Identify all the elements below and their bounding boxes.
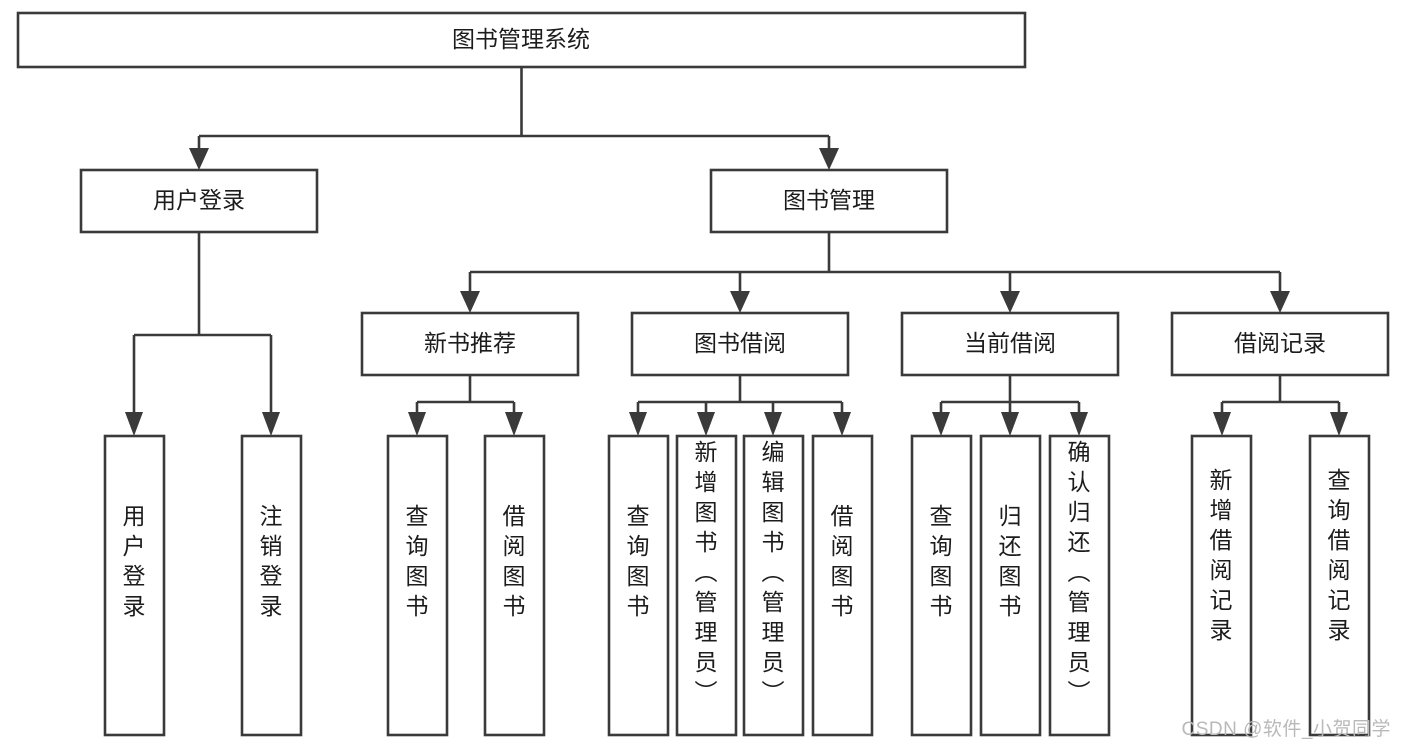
node-borrow-record-label: 借阅记录: [1234, 330, 1326, 356]
leaf-nodes-group: 用户登录 注销登录 查询图书 借阅图书 查询图书 新增图书: [103, 434, 1371, 737]
node-leaf-borrow-book-rec-box[interactable]: [483, 434, 546, 737]
connector-group-currentborrow-to-leaves: [932, 375, 1088, 436]
arrow-head-leaf-user-login: [125, 412, 143, 436]
arrow-head-leaf-add-record: [1213, 412, 1231, 436]
arrow-head-leaf-query-book-b: [629, 412, 647, 436]
node-leaf-add-record-label: 新增借阅记录: [1210, 467, 1233, 643]
node-new-book-rec[interactable]: 新书推荐: [360, 311, 580, 377]
node-user-login-box[interactable]: [79, 168, 319, 234]
node-current-borrow[interactable]: 当前借阅: [900, 311, 1120, 377]
arrow-head-user-login: [189, 148, 209, 170]
node-leaf-query-book-rec-box[interactable]: [386, 434, 449, 737]
node-leaf-add-book-box[interactable]: [675, 434, 738, 737]
arrow-head-new-book-rec: [460, 291, 480, 313]
node-leaf-borrow-book-b-box[interactable]: [811, 434, 874, 737]
node-leaf-query-record-box[interactable]: [1308, 434, 1371, 737]
node-user-login[interactable]: 用户登录: [79, 168, 319, 234]
node-leaf-query-book-b[interactable]: 查询图书: [607, 434, 670, 737]
node-leaf-return-book-box[interactable]: [979, 434, 1042, 737]
arrow-head-book-manage: [819, 148, 839, 170]
connector-group-userlogin-to-leaves: [125, 232, 280, 436]
node-leaf-query-book-c-box[interactable]: [910, 434, 973, 737]
node-new-book-rec-label: 新书推荐: [424, 330, 516, 356]
connector-group-borrowrecord-to-leaves: [1213, 375, 1348, 436]
arrow-head-leaf-edit-book: [764, 412, 782, 436]
node-root-label: 图书管理系统: [452, 26, 590, 52]
node-book-borrow[interactable]: 图书借阅: [630, 311, 850, 377]
node-leaf-confirm-return-box[interactable]: [1048, 434, 1111, 737]
node-current-borrow-label: 当前借阅: [964, 330, 1056, 356]
node-leaf-query-book-b-box[interactable]: [607, 434, 670, 737]
node-leaf-user-login-label: 用户登录: [123, 503, 146, 619]
node-book-manage[interactable]: 图书管理: [709, 168, 949, 234]
arrow-head-current-borrow: [1000, 291, 1020, 313]
arrow-head-leaf-add-book: [697, 412, 715, 436]
node-leaf-edit-book-box[interactable]: [742, 434, 805, 737]
node-leaf-add-record-box[interactable]: [1190, 434, 1253, 737]
node-leaf-query-record[interactable]: 查询借阅记录: [1308, 434, 1371, 737]
node-user-login-label: 用户登录: [153, 187, 245, 213]
node-book-manage-box[interactable]: [709, 168, 949, 234]
arrow-head-leaf-borrow-book-rec: [505, 412, 523, 436]
node-new-book-rec-box[interactable]: [360, 311, 580, 377]
node-leaf-query-book-c[interactable]: 查询图书: [910, 434, 973, 737]
arrow-head-borrow-record: [1270, 291, 1290, 313]
node-borrow-record-box[interactable]: [1170, 311, 1390, 377]
node-leaf-edit-book-label: 编辑图书︵管理员︶: [762, 439, 785, 705]
connector-group-bookborrow-to-leaves: [629, 375, 851, 436]
arrow-head-leaf-borrow-book-b: [833, 412, 851, 436]
node-leaf-return-book-label: 归还图书: [999, 503, 1022, 619]
node-leaf-borrow-book-rec[interactable]: 借阅图书: [483, 434, 546, 737]
arrow-head-leaf-logout: [262, 412, 280, 436]
node-leaf-edit-book[interactable]: 编辑图书︵管理员︶: [742, 434, 805, 737]
node-leaf-logout-label: 注销登录: [260, 503, 283, 619]
connector-group-bookmanage-to-level3: [460, 232, 1290, 313]
node-leaf-user-login[interactable]: 用户登录: [103, 434, 166, 737]
node-leaf-add-book[interactable]: 新增图书︵管理员︶: [675, 434, 738, 737]
node-leaf-query-book-rec[interactable]: 查询图书: [386, 434, 449, 737]
node-leaf-confirm-return-label: 确认归还︵管理员︶: [1068, 439, 1091, 705]
arrow-head-leaf-query-record: [1330, 412, 1348, 436]
node-leaf-query-book-b-label: 查询图书: [627, 503, 650, 619]
node-leaf-borrow-book-b-label: 借阅图书: [831, 503, 854, 619]
node-leaf-query-book-rec-label: 查询图书: [406, 503, 429, 619]
arrow-head-leaf-query-book-c: [932, 412, 950, 436]
node-leaf-add-book-label: 新增图书︵管理员︶: [695, 439, 718, 705]
node-leaf-borrow-book-b[interactable]: 借阅图书: [811, 434, 874, 737]
node-book-borrow-box[interactable]: [630, 311, 850, 377]
node-leaf-borrow-book-rec-label: 借阅图书: [503, 503, 526, 619]
node-root[interactable]: 图书管理系统: [16, 11, 1027, 69]
connector-group-root-to-level2: [189, 67, 839, 170]
node-leaf-logout[interactable]: 注销登录: [240, 434, 303, 737]
arrow-head-leaf-confirm-return: [1070, 412, 1088, 436]
node-borrow-record[interactable]: 借阅记录: [1170, 311, 1390, 377]
node-leaf-confirm-return[interactable]: 确认归还︵管理员︶: [1048, 434, 1111, 737]
connector-group-newbookrec-to-leaves: [408, 375, 523, 436]
node-leaf-user-login-box[interactable]: [103, 434, 166, 737]
node-leaf-query-record-label: 查询借阅记录: [1328, 467, 1351, 643]
node-leaf-add-record[interactable]: 新增借阅记录: [1190, 434, 1253, 737]
node-book-borrow-label: 图书借阅: [694, 330, 786, 356]
node-current-borrow-box[interactable]: [900, 311, 1120, 377]
arrow-head-book-borrow: [730, 291, 750, 313]
node-leaf-logout-box[interactable]: [240, 434, 303, 737]
node-root-box[interactable]: [16, 11, 1027, 69]
node-leaf-query-book-c-label: 查询图书: [930, 503, 953, 619]
node-book-manage-label: 图书管理: [783, 187, 875, 213]
arrow-head-leaf-return-book: [1001, 412, 1019, 436]
arrow-head-leaf-query-book-rec: [408, 412, 426, 436]
node-leaf-return-book[interactable]: 归还图书: [979, 434, 1042, 737]
